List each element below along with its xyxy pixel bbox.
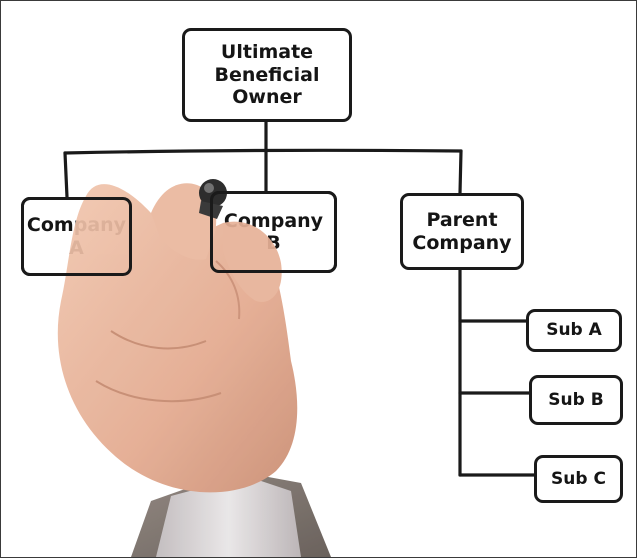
connector-horizontal-bar	[63, 148, 463, 155]
node-sub-c: Sub C	[534, 455, 623, 503]
node-label: Ultimate Beneficial Owner	[214, 41, 320, 109]
hand-shape	[57, 179, 331, 557]
node-company-a-outline	[21, 197, 132, 276]
node-label: Sub A	[546, 320, 602, 341]
node-label: Sub C	[551, 468, 606, 489]
connector-to-company-a	[63, 151, 69, 199]
node-ultimate-beneficial-owner: Ultimate Beneficial Owner	[182, 28, 352, 122]
node-label: Sub B	[548, 389, 604, 410]
node-sub-b: Sub B	[529, 375, 623, 425]
node-company-b-outline	[210, 191, 337, 273]
connector-to-parent	[458, 149, 463, 195]
node-label: Parent Company	[412, 209, 512, 254]
node-parent-company: Parent Company	[400, 193, 524, 270]
node-sub-a: Sub A	[526, 309, 622, 352]
